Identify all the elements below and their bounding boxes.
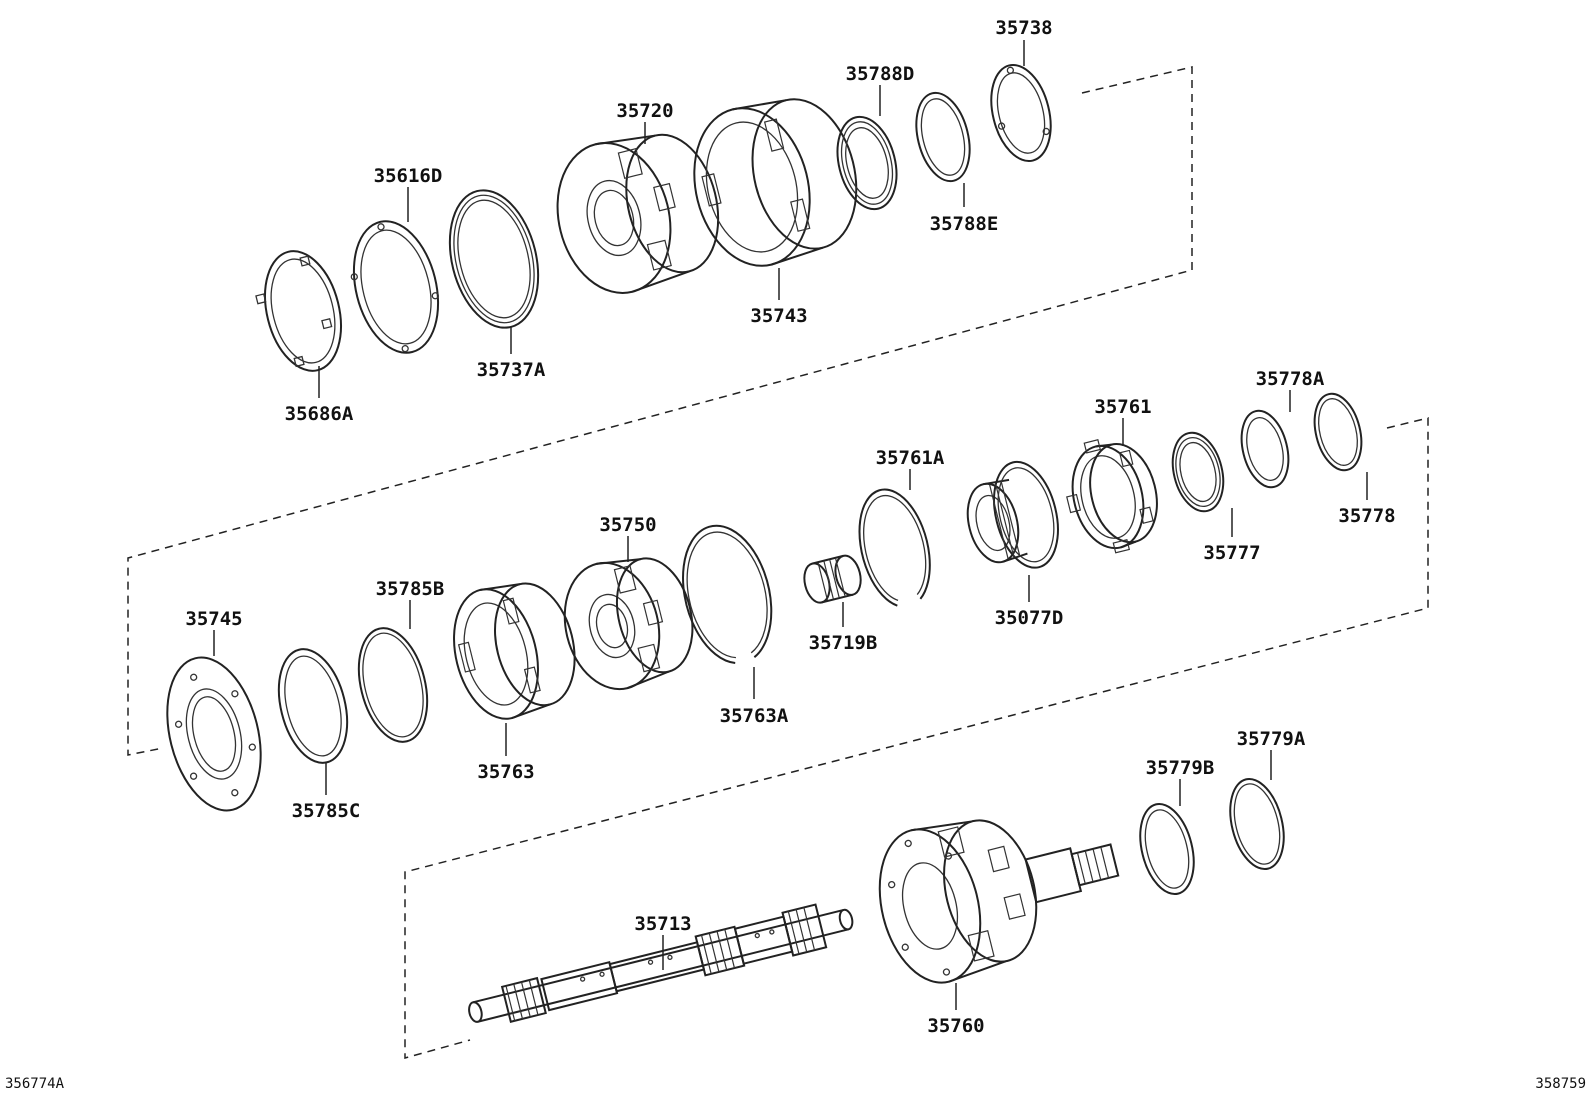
planetary-carrier-35720[interactable] <box>542 119 733 305</box>
thrust-bearing-race-35779B[interactable] <box>1132 798 1203 899</box>
label-35763: 35763 <box>477 761 534 783</box>
label-35743: 35743 <box>750 305 807 327</box>
label-35738: 35738 <box>995 17 1052 39</box>
label-35788E: 35788E <box>930 213 999 235</box>
label-35779A: 35779A <box>1237 728 1306 750</box>
label-35788D: 35788D <box>846 63 915 85</box>
thrust-washer-35778[interactable] <box>1307 389 1369 475</box>
label-35713: 35713 <box>634 913 691 935</box>
one-way-clutch-35077D[interactable] <box>957 455 1069 581</box>
thrust-washer-35779A[interactable] <box>1222 773 1293 874</box>
group-outline-lower <box>404 417 1429 1059</box>
label-35777: 35777 <box>1203 542 1260 564</box>
brake-hub-35745[interactable] <box>152 648 275 821</box>
label-35750: 35750 <box>599 514 656 536</box>
reference-code-right: 358759 <box>1535 1076 1586 1092</box>
leader-lines <box>213 40 1368 1010</box>
ring-gear-35743[interactable] <box>678 84 872 278</box>
label-35763A: 35763A <box>720 705 789 727</box>
label-35779B: 35779B <box>1146 757 1215 779</box>
thrust-bearing-35777[interactable] <box>1165 427 1231 516</box>
thrust-washer-35686A[interactable] <box>247 243 352 380</box>
label-35785B: 35785B <box>376 578 445 600</box>
thrust-washer-35737A[interactable] <box>436 181 551 337</box>
label-35077D: 35077D <box>995 607 1064 629</box>
ring-gear-35763[interactable] <box>441 571 587 728</box>
clutch-hub-35761[interactable] <box>1055 429 1168 561</box>
thrust-bearing-race-35788D[interactable] <box>828 111 905 216</box>
label-35761: 35761 <box>1094 396 1151 418</box>
label-35778: 35778 <box>1338 505 1395 527</box>
needle-bearing-35719B[interactable] <box>801 553 865 605</box>
thrust-washer-35785C[interactable] <box>268 642 358 770</box>
snap-ring-35763A[interactable] <box>669 516 784 671</box>
intermediate-shaft-35713[interactable] <box>464 897 857 1035</box>
label-35737A: 35737A <box>477 359 546 381</box>
thrust-washer-35738[interactable] <box>982 59 1060 168</box>
reference-code-left: 356774A <box>5 1076 65 1092</box>
label-35720: 35720 <box>616 100 673 122</box>
planetary-carrier-35750[interactable] <box>552 545 705 700</box>
label-35761A: 35761A <box>876 447 945 469</box>
thrust-bearing-race-35788E[interactable] <box>908 87 978 186</box>
planetary-carrier-35760[interactable] <box>865 784 1134 993</box>
label-35760: 35760 <box>927 1015 984 1037</box>
label-35785C: 35785C <box>292 800 361 822</box>
thrust-washer-35785B[interactable] <box>348 621 438 749</box>
snap-ring-35761A[interactable] <box>848 482 940 611</box>
thrust-bearing-race-35778A[interactable] <box>1234 406 1296 492</box>
label-35616D: 35616D <box>374 165 443 187</box>
label-35778A: 35778A <box>1256 368 1325 390</box>
label-35745: 35745 <box>185 608 242 630</box>
label-35686A: 35686A <box>285 403 354 425</box>
thrust-bearing-35616D[interactable] <box>340 212 451 362</box>
label-35719B: 35719B <box>809 632 878 654</box>
